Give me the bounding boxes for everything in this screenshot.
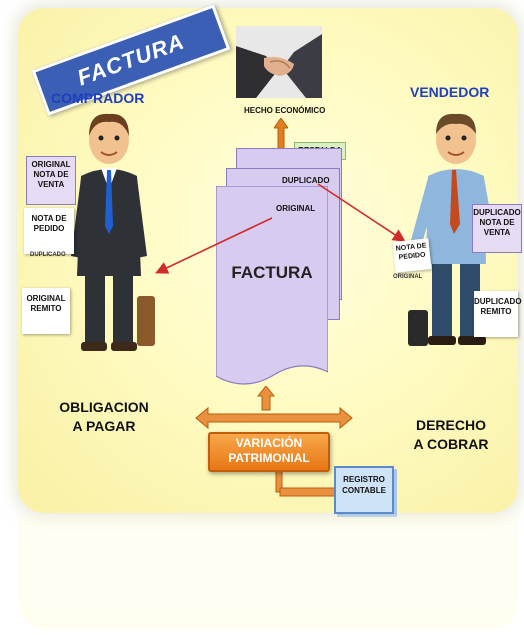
registro-contable-box: REGISTRO CONTABLE [334,466,394,514]
buyer-obligation-line2: A PAGAR [72,418,136,434]
seller-doc-nota-pedido: NOTA DE PEDIDO [392,238,432,273]
seller-remito-line2: REMITO [480,307,512,316]
seller-nota-venta-line3: VENTA [483,228,511,237]
variacion-line2: PATRIMONIAL [228,451,310,465]
buyer-nota-venta-line1: ORIGINAL [31,160,71,169]
variacion-patrimonial-box: VARIACIÓN PATRIMONIAL [208,432,330,472]
buyer-figure [63,106,155,356]
buyer-nota-pedido-line1: NOTA DE [31,214,67,223]
buyer-nota-venta-line2: NOTA DE [33,170,69,179]
seller-doc-remito: DUPLICADO REMITO [474,291,522,337]
seller-nota-venta-line2: NOTA DE [479,218,515,227]
duplicado-label: DUPLICADO [282,176,330,185]
seller-remito-line1: DUPLICADO [474,297,522,306]
buyer-remito-line1: ORIGINAL [26,294,66,303]
variacion-line1: VARIACIÓN [235,436,303,450]
buyer-doc-duplicado: DUPLICADO [30,252,66,258]
seller-right: DERECHO A COBRAR [396,416,506,454]
diagram-card: FACTURA COMPRADOR VENDEDOR HECHO ECONÓMI… [18,4,522,514]
seller-title: VENDEDOR [410,84,490,100]
buyer-doc-nota-venta: ORIGINAL NOTA DE VENTA [26,156,76,205]
buyer-doc-nota-pedido: NOTA DE PEDIDO [24,208,74,254]
factura-doc-label: FACTURA [231,263,313,282]
buyer-obligation: OBLIGACION A PAGAR [44,398,164,436]
buyer-doc-remito: ORIGINAL REMITO [22,288,70,334]
seller-right-line2: A COBRAR [413,436,489,452]
red-arrows [18,8,518,513]
card-reflection [18,515,518,630]
buyer-title: COMPRADOR [51,90,145,106]
seller-nota-venta-line1: DUPLICADO [473,208,521,217]
registro-line2: CONTABLE [342,486,386,495]
buyer-remito-line2: REMITO [30,304,62,313]
registro-line1: REGISTRO [343,475,385,484]
handshake-image [236,26,322,98]
buyer-nota-venta-line3: VENTA [37,180,65,189]
doc-sheet-original [215,185,329,388]
seller-doc-nota-venta: DUPLICADO NOTA DE VENTA [472,204,522,253]
buyer-obligation-line1: OBLIGACION [59,399,149,415]
buyer-nota-pedido-line2: PEDIDO [33,224,65,233]
original-label: ORIGINAL [276,204,316,213]
seller-doc-original: ORIGINAL [393,274,423,280]
hecho-economico-label: HECHO ECONÓMICO [244,106,326,115]
seller-right-line1: DERECHO [415,417,486,433]
